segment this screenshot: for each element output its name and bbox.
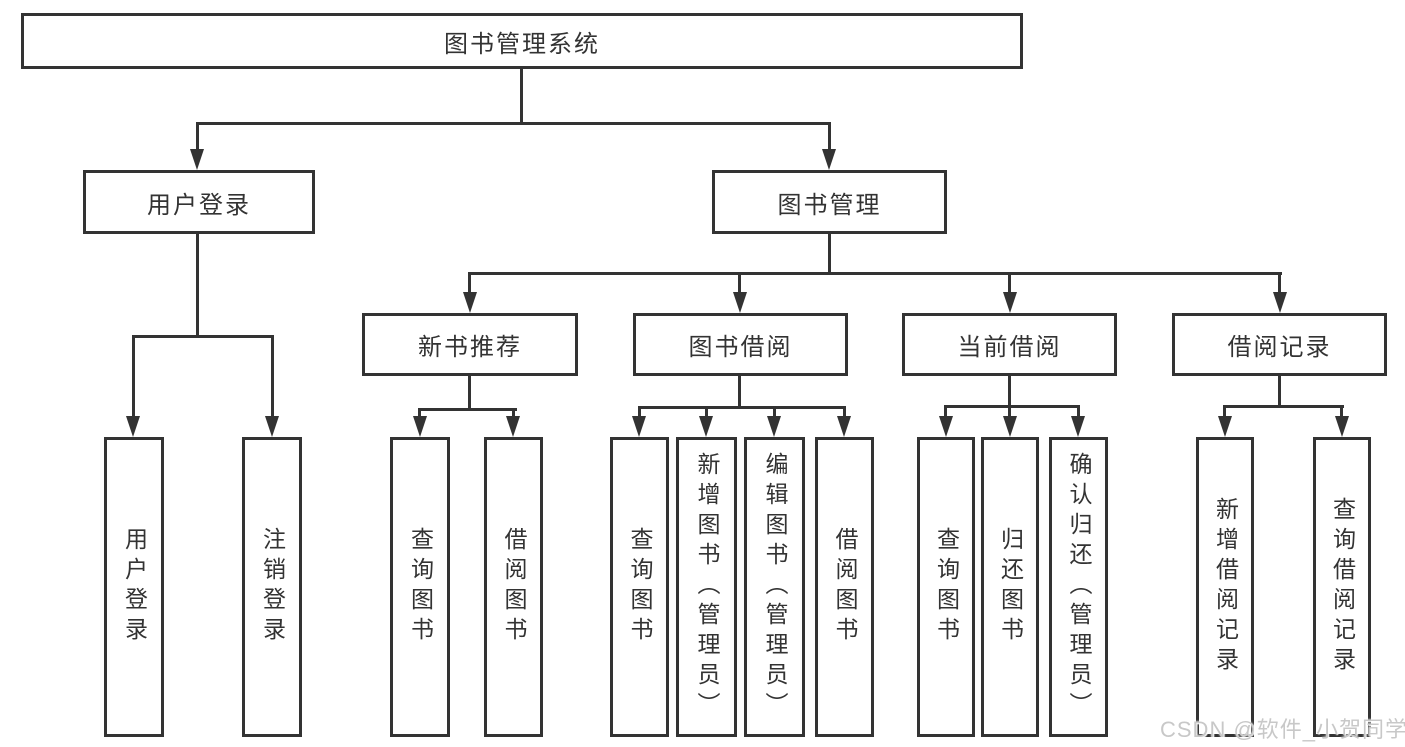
csdn-watermark: CSDN @软件_小贺同学 xyxy=(1160,717,1405,742)
node-book-management: 图书管理 xyxy=(712,170,947,234)
connector-mgmt-rail xyxy=(468,272,1282,275)
connector-to-user-login xyxy=(196,122,199,154)
connector-to-book-mgmt xyxy=(828,122,831,154)
arrow-down-icon xyxy=(1273,292,1287,313)
connector-current-rail xyxy=(944,405,1080,408)
leaf-query-books-borrow: 查询图书 xyxy=(610,437,669,737)
connector-leaf-stem xyxy=(773,406,776,418)
arrow-down-icon xyxy=(126,416,140,437)
leaf-query-books-current: 查询图书 xyxy=(917,437,975,737)
connector-to-book-borrow xyxy=(738,272,741,294)
arrow-down-icon xyxy=(1335,416,1349,437)
node-current-borrow: 当前借阅 xyxy=(902,313,1117,376)
arrow-down-icon xyxy=(837,416,851,437)
leaf-query-books-newbooks: 查询图书 xyxy=(390,437,450,737)
arrow-down-icon xyxy=(190,149,204,170)
connector-leaf-stem xyxy=(1340,405,1343,418)
arrow-down-icon xyxy=(506,416,520,437)
connector-records-stem xyxy=(1278,376,1281,407)
connector-leaf-stem xyxy=(944,405,947,418)
connector-leaf-stem xyxy=(638,406,641,418)
arrow-down-icon xyxy=(413,416,427,437)
arrow-down-icon xyxy=(1218,416,1232,437)
leaf-query-borrow-record: 查询借阅记录 xyxy=(1313,437,1371,737)
node-user-login: 用户登录 xyxy=(83,170,315,234)
arrow-down-icon xyxy=(699,416,713,437)
leaf-confirm-return-admin: 确认归还（管理员） xyxy=(1049,437,1108,737)
connector-newbooks-rail xyxy=(418,408,517,411)
connector-to-leaf-logout xyxy=(271,335,274,419)
arrow-down-icon xyxy=(1003,416,1017,437)
connector-leaf-stem xyxy=(843,406,846,418)
leaf-return-books: 归还图书 xyxy=(981,437,1039,737)
connector-user-stem xyxy=(196,234,199,338)
arrow-down-icon xyxy=(1071,416,1085,437)
connector-user-rail xyxy=(132,335,274,338)
arrow-down-icon xyxy=(822,149,836,170)
leaf-edit-books-admin: 编辑图书（管理员） xyxy=(744,437,805,737)
leaf-logout: 注销登录 xyxy=(242,437,302,737)
node-borrow-records: 借阅记录 xyxy=(1172,313,1387,376)
arrow-down-icon xyxy=(265,416,279,437)
arrow-down-icon xyxy=(632,416,646,437)
connector-to-new-books xyxy=(468,272,471,294)
node-new-book-recommend: 新书推荐 xyxy=(362,313,578,376)
leaf-add-borrow-record: 新增借阅记录 xyxy=(1196,437,1254,737)
leaf-add-books-admin: 新增图书（管理员） xyxy=(676,437,737,737)
connector-bookborrow-rail xyxy=(638,406,846,409)
node-book-borrow: 图书借阅 xyxy=(633,313,848,376)
connector-leaf-stem xyxy=(1223,405,1226,418)
arrow-down-icon xyxy=(767,416,781,437)
connector-records-rail xyxy=(1223,405,1344,408)
connector-root-stem xyxy=(520,69,523,125)
connector-bookborrow-stem xyxy=(738,376,741,408)
connector-mgmt-stem xyxy=(828,234,831,275)
connector-leaf-stem xyxy=(705,406,708,418)
arrow-down-icon xyxy=(733,292,747,313)
connector-leaf-stem xyxy=(1008,405,1011,418)
leaf-borrow-books: 借阅图书 xyxy=(815,437,874,737)
arrow-down-icon xyxy=(463,292,477,313)
connector-leaf-stem xyxy=(512,408,515,420)
connector-newbooks-stem xyxy=(468,376,471,410)
leaf-user-login: 用户登录 xyxy=(104,437,164,737)
node-root: 图书管理系统 xyxy=(21,13,1023,69)
connector-root-rail xyxy=(196,122,831,125)
leaf-borrow-books-newbooks: 借阅图书 xyxy=(484,437,543,737)
connector-leaf-stem xyxy=(418,408,421,420)
connector-leaf-stem xyxy=(1077,405,1080,418)
arrow-down-icon xyxy=(939,416,953,437)
connector-to-borrow-records xyxy=(1278,272,1281,294)
connector-current-stem xyxy=(1008,376,1011,407)
connector-to-leaf-login xyxy=(132,335,135,419)
arrow-down-icon xyxy=(1003,292,1017,313)
connector-to-current-borrow xyxy=(1008,272,1011,294)
